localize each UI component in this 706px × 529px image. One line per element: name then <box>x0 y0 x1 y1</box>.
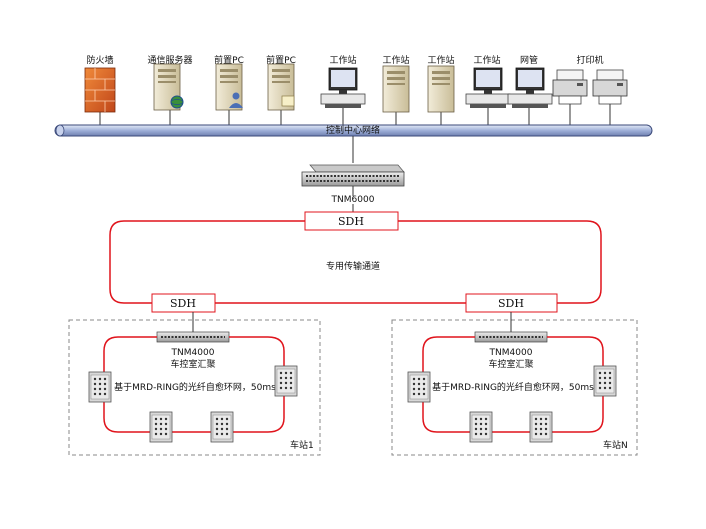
workstation-icon <box>465 67 511 109</box>
sdh-box-right: SDH <box>465 293 558 313</box>
device-firewall: 防火墙 <box>84 54 116 113</box>
station-n: TNM4000 车控室汇聚 基于MRD-RING的光纤自愈环网，50ms 车站N <box>391 312 638 456</box>
device-workstation-2: 工作站 <box>382 54 410 113</box>
sdh-label: SDH <box>338 215 364 228</box>
workstation-icon <box>320 67 366 109</box>
sdh-label: SDH <box>170 297 196 310</box>
device-label: 工作站 <box>329 54 356 66</box>
ring-node <box>274 365 298 397</box>
device-network-mgmt: 网管 <box>507 54 553 109</box>
station-boundary <box>68 319 321 456</box>
device-label: 防火墙 <box>86 54 113 66</box>
device-label: 前置PC <box>266 54 296 66</box>
device-label: 打印机 <box>576 54 603 66</box>
station-agg-label: 车控室汇聚 <box>170 358 215 370</box>
network-mgmt-icon <box>507 67 553 109</box>
device-label: 工作站 <box>382 54 409 66</box>
device-front-pc-1: 前置PC <box>214 54 244 111</box>
station-ring <box>103 336 285 433</box>
sdh-label: SDH <box>498 297 524 310</box>
ring-node <box>149 411 173 443</box>
device-label: 工作站 <box>427 54 454 66</box>
station-ring <box>422 336 604 433</box>
control-center-bus: 控制中心网络 <box>54 124 653 137</box>
station-agg-label: 车控室汇聚 <box>488 358 533 370</box>
device-workstation-3: 工作站 <box>427 54 455 113</box>
device-workstation-1: 工作站 <box>320 54 366 109</box>
firewall-icon <box>84 67 116 113</box>
station-1: TNM4000 车控室汇聚 基于MRD-RING的光纤自愈环网，50ms 车站1 <box>68 312 321 456</box>
device-comm-server: 通信服务器 <box>147 54 193 111</box>
comm-server-icon <box>153 63 184 111</box>
workstation-tower-icon <box>382 65 410 113</box>
ring-node <box>88 371 112 403</box>
device-label: 工作站 <box>473 54 500 66</box>
device-drop-lines <box>99 104 611 125</box>
bus-label: 控制中心网络 <box>326 124 380 136</box>
ring-node <box>210 411 234 443</box>
station-ring-label: 基于MRD-RING的光纤自愈环网，50ms <box>432 381 594 393</box>
sdh-box-center: SDH <box>304 211 399 231</box>
front-pc-icon <box>267 63 295 111</box>
station-boundary <box>391 319 638 456</box>
channel-label: 专用传输通道 <box>326 260 380 272</box>
sdh-box-left: SDH <box>151 293 216 313</box>
device-workstation-4: 工作站 <box>465 54 511 109</box>
station-switch <box>474 331 548 343</box>
device-label: 网管 <box>520 54 538 66</box>
front-pc-user-icon <box>215 63 243 111</box>
station-ring-label: 基于MRD-RING的光纤自愈环网，50ms <box>114 381 276 393</box>
ring-node <box>593 365 617 397</box>
transmission-ring <box>109 220 602 304</box>
ring-node <box>469 411 493 443</box>
station-name: 车站1 <box>290 439 314 451</box>
device-label: 通信服务器 <box>147 54 192 66</box>
ring-node <box>407 371 431 403</box>
ring-node <box>529 411 553 443</box>
core-switch: TNM6000 <box>301 164 405 205</box>
station-switch-label: TNM4000 <box>171 348 215 358</box>
workstation-tower-icon <box>427 65 455 113</box>
device-label: 前置PC <box>214 54 244 66</box>
station-switch-label: TNM4000 <box>489 348 533 358</box>
station-name: 车站N <box>603 439 628 451</box>
core-switch-label: TNM6000 <box>331 195 375 205</box>
printer-icon <box>552 69 628 105</box>
device-front-pc-2: 前置PC <box>266 54 296 111</box>
station-switch <box>156 331 230 343</box>
device-printers: 打印机 <box>552 54 628 105</box>
